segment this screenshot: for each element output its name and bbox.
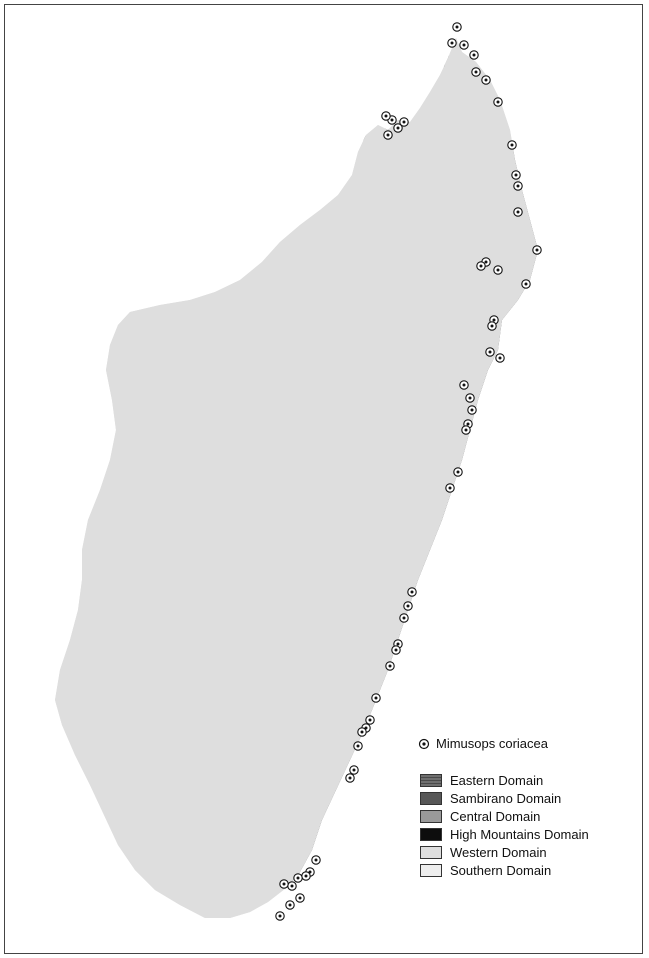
occurrence-marker xyxy=(301,871,311,881)
legend-item-high-mountains: High Mountains Domain xyxy=(420,827,589,842)
legend-marker-symbol xyxy=(418,738,430,750)
legend-item-southern: Southern Domain xyxy=(420,863,551,878)
occurrence-marker xyxy=(532,245,542,255)
occurrence-marker xyxy=(365,715,375,725)
occurrence-marker xyxy=(521,279,531,289)
occurrence-marker xyxy=(461,425,471,435)
legend-swatch-sambirano xyxy=(420,792,442,805)
occurrence-marker xyxy=(391,645,401,655)
occurrence-marker xyxy=(487,321,497,331)
occurrence-marker xyxy=(511,170,521,180)
occurrence-marker xyxy=(383,130,393,140)
legend-swatch-western xyxy=(420,846,442,859)
occurrence-marker xyxy=(493,97,503,107)
occurrence-marker xyxy=(495,353,505,363)
occurrence-marker xyxy=(399,117,409,127)
occurrence-marker xyxy=(485,347,495,357)
occurrence-marker xyxy=(493,265,503,275)
occurrence-marker xyxy=(476,261,486,271)
occurrence-marker xyxy=(311,855,321,865)
legend-swatch-high-mountains xyxy=(420,828,442,841)
occurrence-marker xyxy=(452,22,462,32)
occurrence-marker xyxy=(507,140,517,150)
legend-item-eastern: Eastern Domain xyxy=(420,773,543,788)
legend-item-central: Central Domain xyxy=(420,809,540,824)
legend-swatch-central xyxy=(420,810,442,823)
occurrence-marker xyxy=(513,207,523,217)
occurrence-marker xyxy=(279,879,289,889)
occurrence-marker xyxy=(513,181,523,191)
legend-swatch-eastern xyxy=(420,774,442,787)
occurrence-marker xyxy=(445,483,455,493)
legend-item-sambirano: Sambirano Domain xyxy=(420,791,561,806)
occurrence-marker xyxy=(381,111,391,121)
occurrence-marker xyxy=(285,900,295,910)
occurrence-marker xyxy=(447,38,457,48)
occurrence-markers xyxy=(275,22,542,921)
occurrence-marker xyxy=(459,40,469,50)
occurrence-marker xyxy=(467,405,477,415)
occurrence-marker xyxy=(349,765,359,775)
occurrence-marker xyxy=(407,587,417,597)
occurrence-marker xyxy=(453,467,463,477)
occurrence-marker xyxy=(357,727,367,737)
occurrence-marker xyxy=(399,613,409,623)
occurrence-marker xyxy=(275,911,285,921)
occurrence-marker xyxy=(385,661,395,671)
occurrence-marker xyxy=(471,67,481,77)
legend-item-western: Western Domain xyxy=(420,845,547,860)
occurrence-marker xyxy=(403,601,413,611)
occurrence-marker xyxy=(469,50,479,60)
occurrence-marker xyxy=(465,393,475,403)
occurrence-marker xyxy=(295,893,305,903)
occurrence-marker xyxy=(393,123,403,133)
occurrence-marker xyxy=(293,873,303,883)
occurrence-marker xyxy=(287,881,297,891)
occurrence-marker xyxy=(459,380,469,390)
legend-swatch-southern xyxy=(420,864,442,877)
occurrence-marker xyxy=(481,75,491,85)
occurrence-marker xyxy=(371,693,381,703)
occurrence-marker xyxy=(345,773,355,783)
occurrence-marker xyxy=(353,741,363,751)
legend-marker-label: Mimusops coriacea xyxy=(436,736,548,751)
